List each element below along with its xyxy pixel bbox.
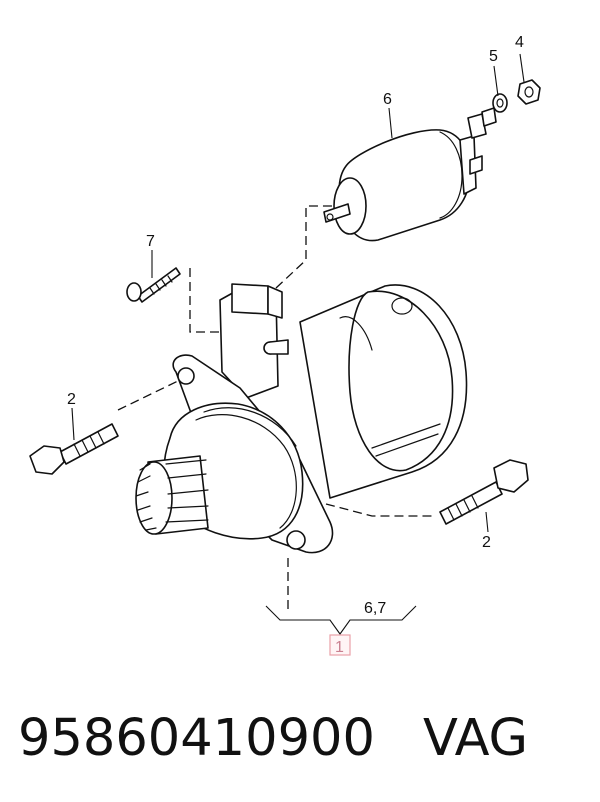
washer	[492, 93, 508, 113]
callout-4[interactable]: 4	[515, 34, 524, 51]
solenoid-switch	[323, 107, 497, 242]
callout-2-left[interactable]: 2	[67, 391, 76, 408]
callout-6[interactable]: 6	[383, 91, 392, 108]
callout-labels: 4 5 6 7 2 2 6,7 1	[67, 34, 524, 656]
bolt-right	[439, 459, 529, 525]
starter-exploded-diagram: 4 5 6 7 2 2 6,7 1	[29, 34, 541, 656]
starter-motor	[135, 283, 468, 554]
pinion-gear	[135, 455, 209, 535]
screw	[126, 267, 181, 303]
callout-1[interactable]: 1	[335, 639, 344, 656]
callout-5[interactable]: 5	[489, 48, 498, 65]
callout-6-7[interactable]: 6,7	[364, 600, 386, 617]
callout-7[interactable]: 7	[146, 233, 155, 250]
assembly-lines	[117, 205, 436, 612]
part-info-footer: 95860410900 VAG	[18, 698, 588, 778]
callout-1-highlight-box	[329, 634, 351, 656]
callout-2-right[interactable]: 2	[482, 534, 491, 551]
brand-label: VAG	[422, 708, 529, 768]
part-number: 95860410900	[18, 708, 375, 768]
callout-leaders	[71, 53, 525, 635]
bolt-left	[29, 423, 119, 475]
hex-nut	[517, 79, 541, 105]
